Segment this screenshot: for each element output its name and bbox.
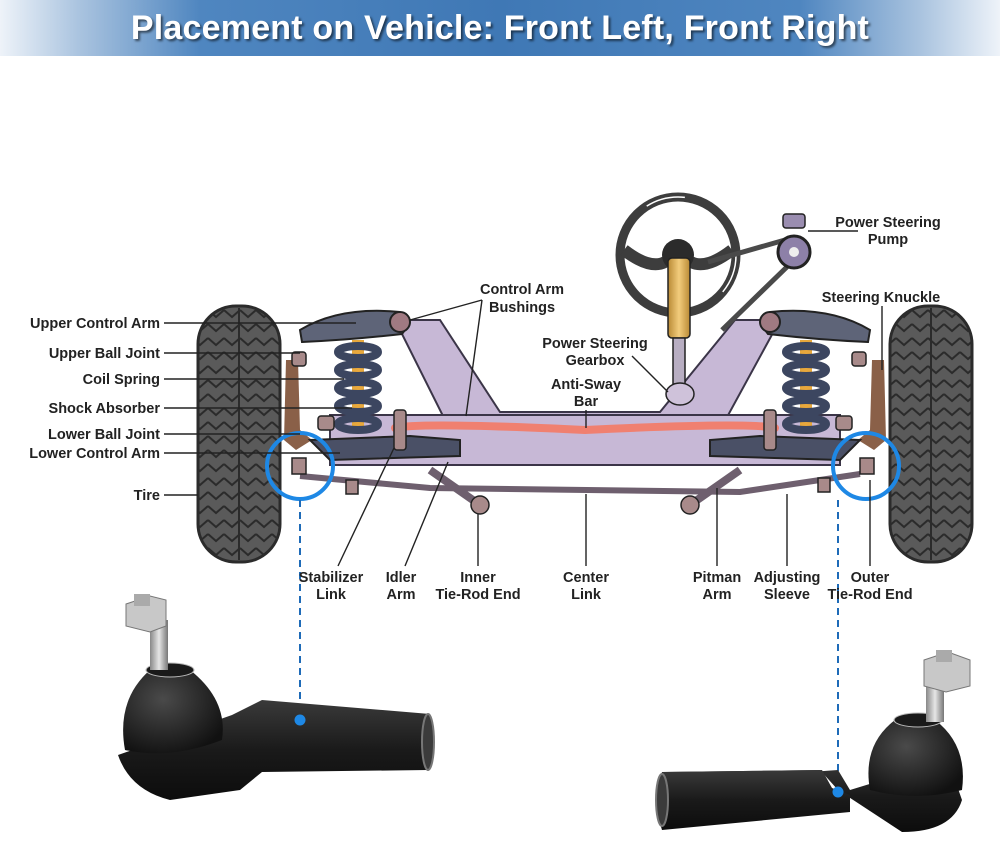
left-coil-spring <box>334 340 382 434</box>
label-stabilizer-link-1: Stabilizer <box>299 570 364 586</box>
right-control-arm-bushing <box>759 311 781 333</box>
steering-shaft <box>672 337 686 385</box>
label-adjusting-sleeve-1: Adjusting <box>754 570 821 586</box>
left-outer-tie-rod-highlight <box>265 431 335 501</box>
label-power-steering-pump-2: Pump <box>868 232 908 248</box>
right-outer-tie-rod-highlight <box>831 431 901 501</box>
label-idler-arm-2: Arm <box>386 587 415 603</box>
label-power-steering-pump-1: Power Steering <box>835 215 941 231</box>
power-steering-gearbox <box>665 382 695 406</box>
steering-linkage <box>291 457 875 515</box>
label-inner-tie-rod-end-1: Inner <box>460 570 496 586</box>
left-steering-knuckle <box>284 360 312 450</box>
left-tie-rod-end-product <box>118 594 435 800</box>
label-adjusting-sleeve-2: Sleeve <box>764 587 810 603</box>
label-center-link-2: Link <box>571 587 602 603</box>
anti-sway-bar <box>391 421 779 435</box>
label-power-steering-gearbox-1: Power Steering <box>542 336 648 352</box>
right-tire <box>888 304 974 564</box>
label-lower-ball-joint: Lower Ball Joint <box>48 427 160 443</box>
bottom-labels: Stabilizer Link Idler Arm Inner Tie-Rod … <box>299 447 913 603</box>
title-banner: Placement on Vehicle: Front Left, Front … <box>0 0 1000 56</box>
left-labels: Upper Control Arm Upper Ball Joint Coil … <box>29 316 356 504</box>
label-anti-sway-bar-1: Anti-Sway <box>551 377 621 393</box>
banner-title: Placement on Vehicle: Front Left, Front … <box>130 8 870 47</box>
label-coil-spring: Coil Spring <box>83 372 160 388</box>
steering-column <box>667 257 691 339</box>
label-power-steering-gearbox-2: Gearbox <box>566 353 625 369</box>
label-tire: Tire <box>134 488 160 504</box>
label-outer-tie-rod-end-1: Outer <box>851 570 890 586</box>
top-labels: Control Arm Bushings Power Steering Gear… <box>409 215 941 428</box>
label-control-arm-bushings-1: Control Arm <box>480 282 564 298</box>
label-center-link-1: Center <box>563 570 609 586</box>
label-inner-tie-rod-end-2: Tie-Rod End <box>435 587 520 603</box>
label-pitman-arm-2: Arm <box>702 587 731 603</box>
label-idler-arm-1: Idler <box>386 570 417 586</box>
label-upper-ball-joint: Upper Ball Joint <box>49 346 160 362</box>
label-lower-control-arm: Lower Control Arm <box>29 446 160 462</box>
label-anti-sway-bar-2: Bar <box>574 394 599 410</box>
left-control-arm-bushing <box>389 311 411 333</box>
right-steering-knuckle <box>858 360 886 450</box>
label-stabilizer-link-2: Link <box>316 587 347 603</box>
right-tie-rod-end-product <box>655 650 971 832</box>
label-outer-tie-rod-end-2: Tie-Rod End <box>827 587 912 603</box>
power-steering-pump <box>707 213 812 332</box>
joint-hardware <box>291 351 867 451</box>
label-steering-knuckle: Steering Knuckle <box>822 290 940 306</box>
label-upper-control-arm: Upper Control Arm <box>30 316 160 332</box>
label-control-arm-bushings-2: Bushings <box>489 300 555 316</box>
right-coil-spring <box>782 340 830 434</box>
label-pitman-arm-1: Pitman <box>693 570 741 586</box>
label-shock-absorber: Shock Absorber <box>49 401 161 417</box>
